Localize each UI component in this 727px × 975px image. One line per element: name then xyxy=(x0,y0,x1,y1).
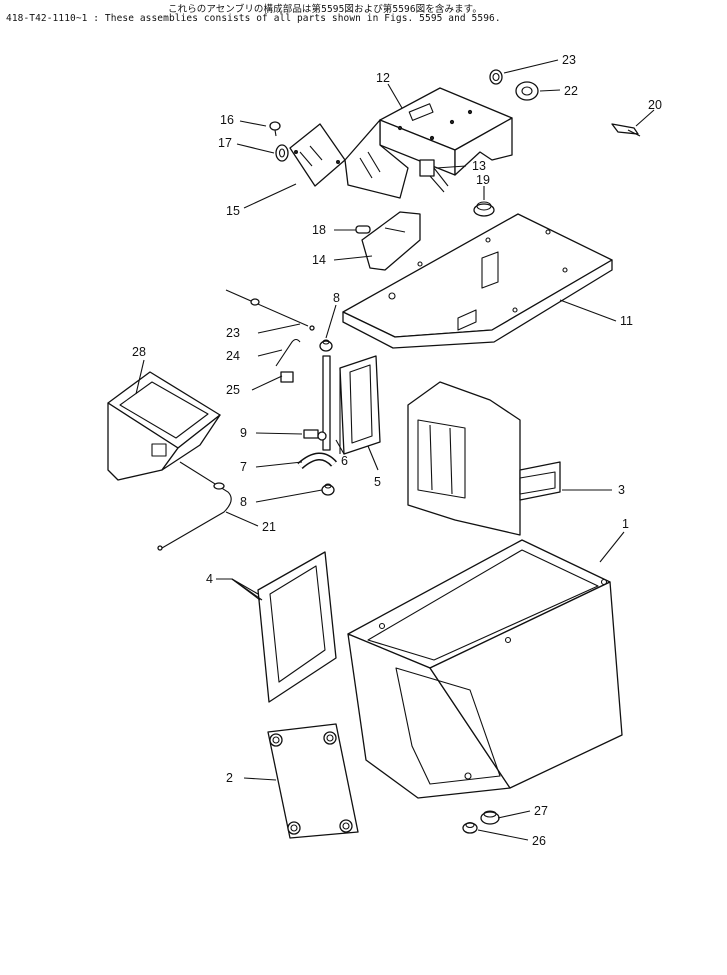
callout-1: 1 xyxy=(622,517,629,531)
part-16-knob xyxy=(275,144,289,162)
callout-11: 12 xyxy=(376,71,390,85)
callout-4: 4 xyxy=(206,572,213,586)
part-25-clip xyxy=(280,371,294,383)
part-1-housing xyxy=(347,539,623,799)
callout-23: 23 xyxy=(226,326,240,340)
callout-15: 16 xyxy=(220,113,234,127)
callout-21: 22 xyxy=(564,84,578,98)
part-4-gasket xyxy=(257,551,337,703)
part-28-hood xyxy=(107,371,221,481)
part-11-top-bracket xyxy=(344,87,513,199)
callout-7: 7 xyxy=(240,460,247,474)
part-22-seal xyxy=(489,69,503,85)
part-21-seal xyxy=(515,81,539,101)
leader-lines xyxy=(135,59,655,841)
part-12-switch xyxy=(419,159,449,193)
part-6-shaft xyxy=(322,355,331,451)
part-17-clip xyxy=(355,225,371,234)
callout-10: 11 xyxy=(620,314,633,328)
callout-5: 5 xyxy=(374,475,381,489)
part-8-bushing-bottom xyxy=(321,483,335,496)
header-japanese: これらのアセンブリの構成部品は第5595図および第5596図を含みます。 xyxy=(168,4,482,15)
callout-8-top: 8 xyxy=(333,291,340,305)
callout-numbers: 12 16 17 15 13 19 18 14 23 22 20 11 8 23… xyxy=(132,53,662,848)
part-2-cover-plate xyxy=(267,723,359,839)
part-18-grommet xyxy=(473,201,495,217)
callout-24: 24 xyxy=(226,349,240,363)
callout-19: 20 xyxy=(648,98,662,112)
callout-3: 3 xyxy=(618,483,625,497)
part-9-bracket xyxy=(303,429,327,441)
part-24-hook xyxy=(275,338,301,367)
part-27-plug xyxy=(480,810,500,825)
callout-2: 2 xyxy=(226,771,233,785)
callout-12: 13 xyxy=(472,159,486,173)
callout-6: 6 xyxy=(341,454,348,468)
part-15-bolt xyxy=(269,121,281,137)
part-8-bushing-top xyxy=(319,339,333,352)
part-5-frame xyxy=(339,355,381,455)
callout-8-bottom: 8 xyxy=(240,495,247,509)
callout-26: 26 xyxy=(532,834,546,848)
callout-13: 14 xyxy=(312,253,326,267)
callout-20: 21 xyxy=(262,520,276,534)
callout-17: 18 xyxy=(312,223,326,237)
callout-16: 17 xyxy=(218,136,232,150)
part-10-base-plate xyxy=(342,213,613,349)
callout-25: 25 xyxy=(226,383,240,397)
part-7-elbow xyxy=(297,452,338,470)
part-3-panel xyxy=(407,381,561,536)
part-14-plate xyxy=(289,123,346,187)
part-19-latch xyxy=(611,123,641,137)
part-20-cable xyxy=(157,461,232,551)
part-13-bracket xyxy=(361,211,421,271)
callout-27: 27 xyxy=(534,804,548,818)
header-english: 418-T42-1110~1 : These assemblies consis… xyxy=(6,13,501,24)
callout-14: 15 xyxy=(226,204,240,218)
callout-9: 9 xyxy=(240,426,247,440)
part-26-plug xyxy=(462,821,478,834)
callout-22: 23 xyxy=(562,53,576,67)
callout-28: 28 xyxy=(132,345,146,359)
callout-18: 19 xyxy=(476,173,490,187)
part-23-rod xyxy=(225,289,315,331)
